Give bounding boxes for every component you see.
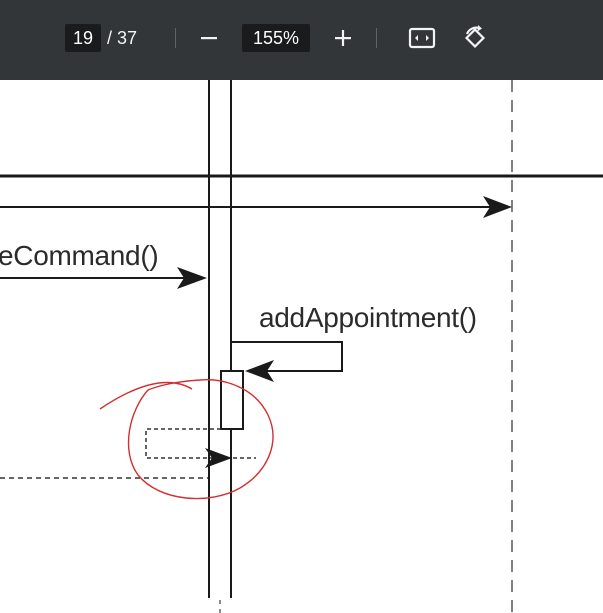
red-annotation-circle	[99, 379, 274, 500]
zoom-level-input[interactable]: 155%	[242, 24, 310, 52]
return-message-dashed	[145, 428, 221, 459]
message-label: addAppointment()	[259, 302, 477, 333]
document-viewport[interactable]: eCommand() addAppointment()	[0, 80, 603, 613]
page-count: / 37	[107, 28, 138, 48]
pdf-toolbar: 19 / 37 155%	[0, 0, 603, 80]
arrowhead	[205, 448, 232, 468]
zoom-in-button[interactable]	[325, 20, 361, 56]
fit-to-page-icon	[408, 27, 436, 49]
fit-to-page-button[interactable]	[404, 20, 440, 56]
page-number-input[interactable]: 19	[65, 24, 101, 52]
toolbar-divider	[175, 28, 176, 48]
message-label: eCommand()	[0, 240, 159, 271]
rotate-button[interactable]	[457, 20, 493, 56]
arrowhead	[245, 360, 274, 382]
plus-icon	[335, 30, 351, 46]
zoom-out-button[interactable]	[191, 20, 227, 56]
self-message-line	[232, 341, 343, 372]
toolbar-divider	[376, 28, 377, 48]
activation-bar	[220, 370, 244, 430]
arrowhead	[483, 196, 512, 218]
arrowhead	[177, 267, 207, 289]
minus-icon	[201, 37, 217, 40]
sequence-diagram	[0, 80, 603, 613]
rotate-icon	[464, 25, 486, 49]
